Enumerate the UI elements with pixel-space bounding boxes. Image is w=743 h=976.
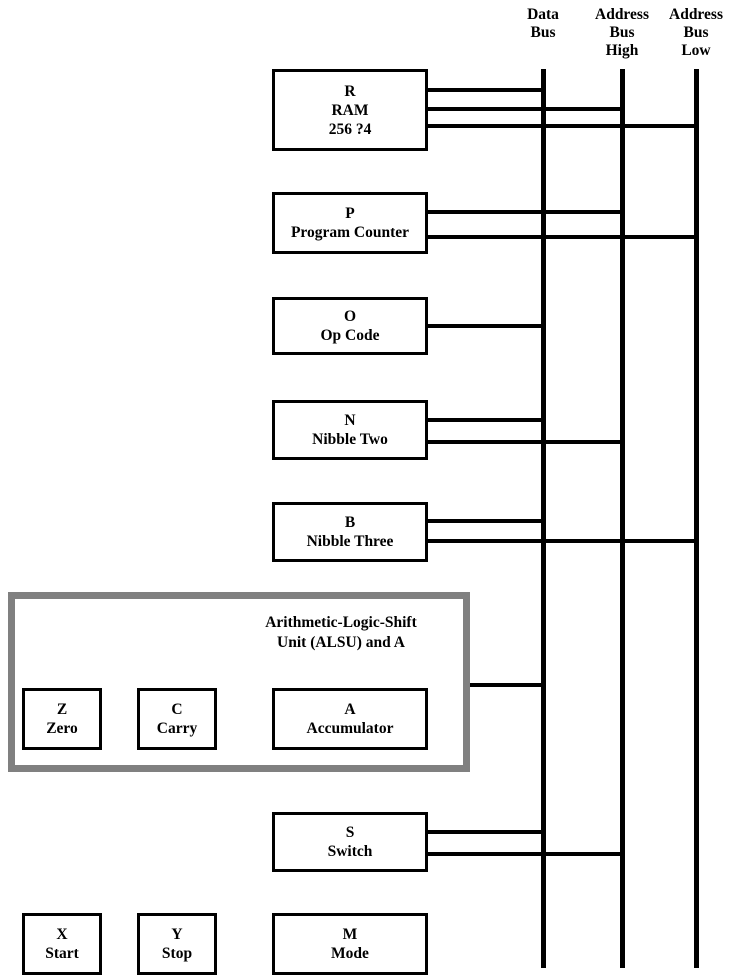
block-op-code-name: Op Code [320, 327, 380, 344]
block-ram-name: RAM [331, 101, 369, 119]
alsu-group-title: Arithmetic-Logic-Shift Unit (ALSU) and A [265, 614, 417, 651]
block-nibble-three[interactable]: B Nibble Three [272, 502, 428, 562]
block-stop[interactable]: Y Stop [137, 913, 217, 975]
wire-program-counter-to-address-high [428, 210, 625, 214]
block-mode[interactable]: M Mode [272, 913, 428, 975]
wire-program-counter-to-address-low [428, 235, 699, 239]
wire-nibble-two-to-data-bus [428, 418, 546, 422]
block-op-code-letter: O [343, 308, 357, 325]
block-nibble-three-letter: B [344, 514, 356, 531]
block-switch-letter: S [345, 824, 355, 841]
block-ram-extra: 256 ?4 [328, 120, 372, 138]
wire-switch-to-data-bus [428, 830, 546, 834]
block-start[interactable]: X Start [22, 913, 102, 975]
block-accumulator-letter: A [344, 701, 356, 718]
block-switch[interactable]: S Switch [272, 812, 428, 872]
block-mode-name: Mode [331, 945, 369, 962]
block-nibble-three-name: Nibble Three [306, 533, 394, 550]
wire-op-code-to-data-bus [428, 324, 546, 328]
wire-switch-to-address-high [428, 852, 625, 856]
block-carry-letter: C [171, 701, 183, 718]
bus-label-address-high: Address Bus High [595, 6, 649, 59]
wire-nibble-three-to-data-bus [428, 519, 546, 523]
wire-accumulator-to-data-bus [470, 683, 546, 687]
bus-line-address-low [694, 69, 699, 968]
block-zero[interactable]: Z Zero [22, 688, 102, 750]
block-carry[interactable]: C Carry [137, 688, 217, 750]
block-nibble-two-letter: N [344, 412, 356, 429]
block-stop-name: Stop [161, 945, 193, 962]
bus-line-data [541, 69, 546, 968]
wire-nibble-three-to-address-low [428, 539, 699, 543]
block-start-name: Start [45, 945, 79, 962]
block-program-counter-name: Program Counter [290, 224, 410, 241]
wire-ram-to-address-high [428, 107, 625, 111]
block-program-counter-letter: P [345, 205, 355, 222]
block-accumulator-name: Accumulator [306, 720, 394, 737]
block-zero-letter: Z [56, 701, 68, 718]
bus-label-data: Data Bus [527, 6, 559, 41]
block-ram[interactable]: R RAM 256 ?4 [272, 69, 428, 151]
block-zero-name: Zero [46, 720, 78, 737]
wire-ram-to-data-bus [428, 88, 546, 92]
block-start-letter: X [56, 926, 68, 943]
wire-ram-to-address-low [428, 124, 699, 128]
block-carry-name: Carry [156, 720, 198, 737]
block-accumulator[interactable]: A Accumulator [272, 688, 428, 750]
wire-nibble-two-to-address-high [428, 440, 625, 444]
block-op-code[interactable]: O Op Code [272, 297, 428, 355]
block-nibble-two[interactable]: N Nibble Two [272, 400, 428, 460]
block-mode-letter: M [342, 926, 358, 943]
bus-label-address-low: Address Bus Low [669, 6, 723, 59]
block-ram-letter: R [344, 82, 356, 100]
block-nibble-two-name: Nibble Two [312, 431, 388, 448]
block-switch-name: Switch [327, 843, 373, 860]
block-program-counter[interactable]: P Program Counter [272, 192, 428, 254]
bus-line-address-high [620, 69, 625, 968]
block-stop-letter: Y [171, 926, 183, 943]
